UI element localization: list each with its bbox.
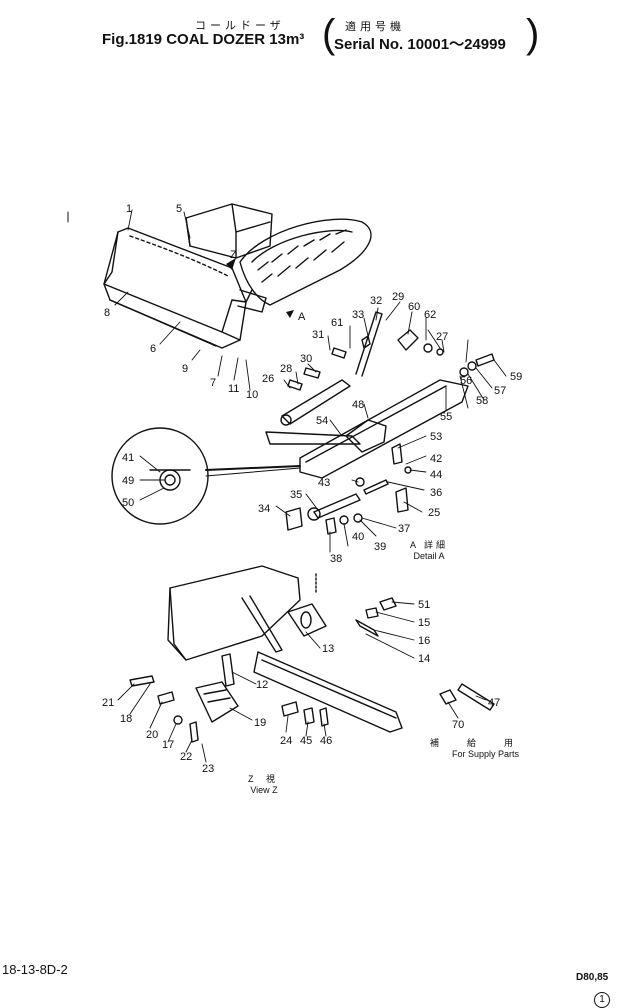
- callout-17: 17: [162, 739, 174, 751]
- callout-62: 62: [424, 309, 436, 321]
- callout-18: 18: [120, 713, 132, 725]
- callout-53: 53: [430, 431, 442, 443]
- callout-38: 38: [330, 553, 342, 565]
- close-bracket: ): [526, 12, 540, 56]
- callout-19: 19: [254, 717, 266, 729]
- dozer-blade: [103, 227, 253, 349]
- callout-60: 60: [408, 301, 420, 313]
- crawler-track: [239, 218, 372, 306]
- page-number: 1: [594, 990, 610, 1008]
- callout-5: 5: [176, 203, 182, 215]
- callout-33: 33: [352, 309, 364, 321]
- detail-a-caption-jp: A 詳細: [410, 540, 449, 550]
- open-bracket: (: [322, 12, 336, 56]
- serial-japanese: 適用号機: [345, 21, 405, 33]
- detail-a-caption-en: Detail A: [413, 551, 445, 561]
- callout-32: 32: [370, 295, 382, 307]
- view-z-assembly: [129, 565, 403, 743]
- callout-15: 15: [418, 617, 430, 629]
- view-z-caption-en: View Z: [250, 785, 278, 795]
- callout-10: 10: [246, 389, 258, 401]
- callout-42: 42: [430, 453, 442, 465]
- arrow-a-label: A: [298, 311, 306, 323]
- callout-8: 8: [104, 307, 110, 319]
- arrow-z-icon: [226, 258, 236, 270]
- callout-45: 45: [300, 735, 312, 747]
- callout-44: 44: [430, 469, 442, 481]
- callout-26: 26: [262, 373, 274, 385]
- callout-71: 71: [0, 0, 12, 3]
- callout-47: 47: [488, 697, 500, 709]
- callout-11: 11: [228, 383, 239, 395]
- view-z-caption-jp: Z 視: [248, 774, 280, 784]
- callout-14: 14: [418, 653, 430, 665]
- callout-30: 30: [300, 353, 312, 365]
- view-arrows: [226, 258, 294, 318]
- callout-35: 35: [290, 489, 302, 501]
- blade-arm: [237, 289, 267, 313]
- callout-56: 56: [460, 375, 472, 387]
- callout-49: 49: [122, 475, 134, 487]
- serial-range: Serial No. 10001～24999: [334, 36, 506, 53]
- detail-a-caption: A 詳細 Detail A: [410, 540, 448, 562]
- supply-caption-jp: 補給用: [430, 738, 542, 748]
- callout-9: 9: [182, 363, 188, 375]
- callout-29: 29: [392, 291, 404, 303]
- callout-24: 24: [280, 735, 292, 747]
- figure-title: Fig.1819 COAL DOZER 13m³: [102, 31, 305, 48]
- callout-31: 31: [312, 329, 324, 341]
- arrow-z-label: Z: [230, 249, 237, 261]
- callout-7: 7: [210, 377, 216, 389]
- callout-13: 13: [322, 643, 334, 655]
- callout-50: 50: [122, 497, 134, 509]
- callout-39: 39: [374, 541, 386, 553]
- callout-23: 23: [202, 763, 214, 775]
- callout-43: 43: [318, 477, 330, 489]
- callout-57: 57: [494, 385, 506, 397]
- callout-16: 16: [418, 635, 430, 647]
- page-number-text: 1: [594, 992, 610, 1008]
- tractor-body: [185, 203, 273, 259]
- callout-58: 58: [476, 395, 488, 407]
- callout-36: 36: [430, 487, 442, 499]
- callout-70: 70: [452, 719, 464, 731]
- callout-12: 12: [256, 679, 268, 691]
- callout-6: 6: [150, 343, 156, 355]
- callout-51: 51: [418, 599, 430, 611]
- callout-54: 54: [316, 415, 328, 427]
- callout-22: 22: [180, 751, 192, 763]
- title-japanese: コールドーザ: [195, 20, 285, 32]
- callout-27: 27: [436, 331, 448, 343]
- callout-25: 25: [428, 507, 440, 519]
- supply-caption-en: For Supply Parts: [451, 749, 520, 759]
- arrow-a-icon: [286, 310, 294, 318]
- callout-55: 55: [440, 411, 452, 423]
- view-z-caption: Z 視 View Z: [248, 774, 280, 796]
- callout-34: 34: [258, 503, 270, 515]
- callout-41: 41: [122, 452, 134, 464]
- model-code: D80,85: [576, 972, 609, 983]
- callout-20: 20: [146, 729, 158, 741]
- supply-parts: [439, 683, 495, 711]
- callout-1: 1: [126, 203, 132, 215]
- callout-48: 48: [352, 399, 364, 411]
- callout-59: 59: [510, 371, 522, 383]
- leader-lines: [114, 209, 507, 763]
- callout-28: 28: [280, 363, 292, 375]
- callout-37: 37: [398, 523, 410, 535]
- callout-46: 46: [320, 735, 332, 747]
- supply-caption: 補給用 For Supply Parts: [430, 738, 541, 760]
- callout-61: 61: [331, 317, 343, 329]
- drawing-number: 18-13-8D-2: [2, 962, 68, 977]
- callout-21: 21: [102, 697, 114, 709]
- callout-40: 40: [352, 531, 364, 543]
